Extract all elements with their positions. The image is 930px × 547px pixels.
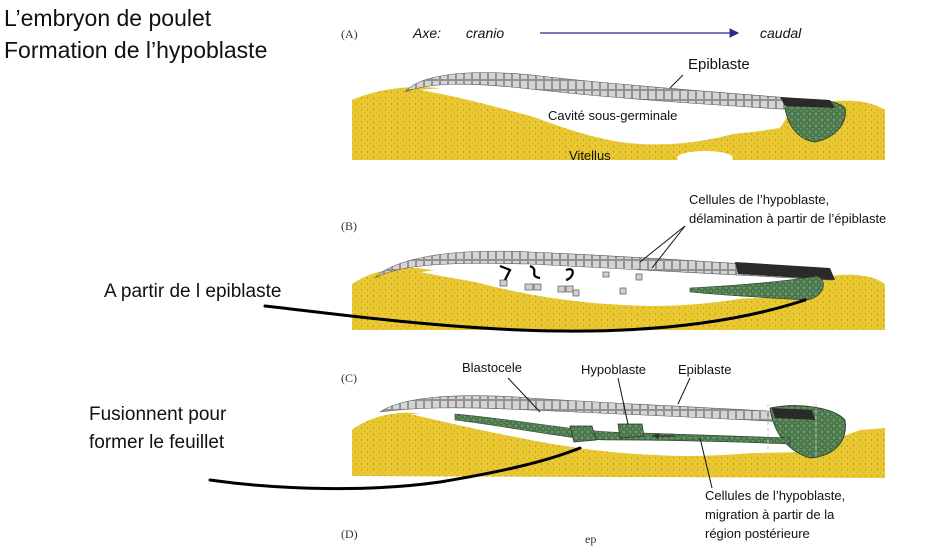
annotation-from-epiblast: A partir de l epiblaste (104, 281, 282, 302)
panel-d-letter: (D) (341, 527, 358, 541)
epiblast-pointer-a (669, 74, 684, 89)
blastocoel-pointer (507, 377, 541, 413)
panel-a-yolk (352, 86, 885, 160)
delamination-marks (499, 264, 574, 282)
panel-a-dark-cap (780, 97, 835, 108)
panel-c-drawing (352, 377, 885, 489)
panel-b-letter: (B) (341, 219, 357, 233)
epiblast-label-c: Epiblaste (678, 362, 732, 377)
panel-c-cluster-1 (569, 425, 597, 443)
migration-label-line3: région postérieure (705, 526, 810, 541)
panel-b-drawing (352, 225, 885, 330)
title-line-2: Formation de l’hypoblaste (4, 37, 268, 63)
panel-a-yolk-gap (677, 151, 733, 165)
panel-b-green-stream (689, 275, 824, 301)
cavity-label: Cavité sous-germinale (548, 108, 678, 123)
hypoblast-pointer-b1 (651, 225, 686, 269)
migration-pointer (699, 437, 713, 489)
panel-c-yolk (352, 412, 885, 478)
panel-b-dark-cap (735, 262, 835, 280)
migration-arrowhead (652, 433, 659, 439)
panel-c-cluster-2 (617, 423, 645, 439)
migration-label-line1: Cellules de l’hypoblaste, (705, 488, 846, 503)
handdrawn-curve-2 (208, 446, 582, 491)
hypoblast-pointer-c (617, 377, 629, 425)
hypoblast-cells-label-line1: Cellules de l’hypoblaste, (689, 192, 830, 207)
blastocoel-label: Blastocele (462, 360, 522, 375)
axis-label: Axe: (413, 25, 442, 41)
annotation-fuse-line1: Fusionnent pour (89, 404, 227, 425)
hypoblast-pointer-b2 (639, 225, 686, 263)
title-line-1: L’embryon de poulet (4, 5, 212, 31)
hypoblast-cells-label-line2: délamination à partir de l’épiblaste (689, 211, 887, 226)
panel-a-drawing (352, 72, 885, 165)
panel-c-dark-cap (772, 408, 815, 420)
yolk-label: Vitellus (569, 148, 611, 163)
hypoblast-label: Hypoblaste (581, 362, 647, 377)
epiblast-pointer-c (677, 377, 691, 405)
handdrawn-curve-1 (263, 298, 807, 333)
panel-a-cavity (420, 88, 790, 138)
axis-start-label: cranio (466, 25, 505, 41)
axis-end-label: caudal (760, 25, 802, 41)
annotation-fuse-line2: former le feuillet (89, 432, 225, 453)
panel-d-caption: ep (585, 532, 597, 546)
panel-c-letter: (C) (341, 371, 357, 385)
epiblast-label-a: Epiblaste (688, 56, 750, 73)
delaminating-cells (499, 271, 643, 297)
panel-a-letter: (A) (341, 27, 358, 41)
migration-label-line2: migration à partir de la (705, 507, 835, 522)
